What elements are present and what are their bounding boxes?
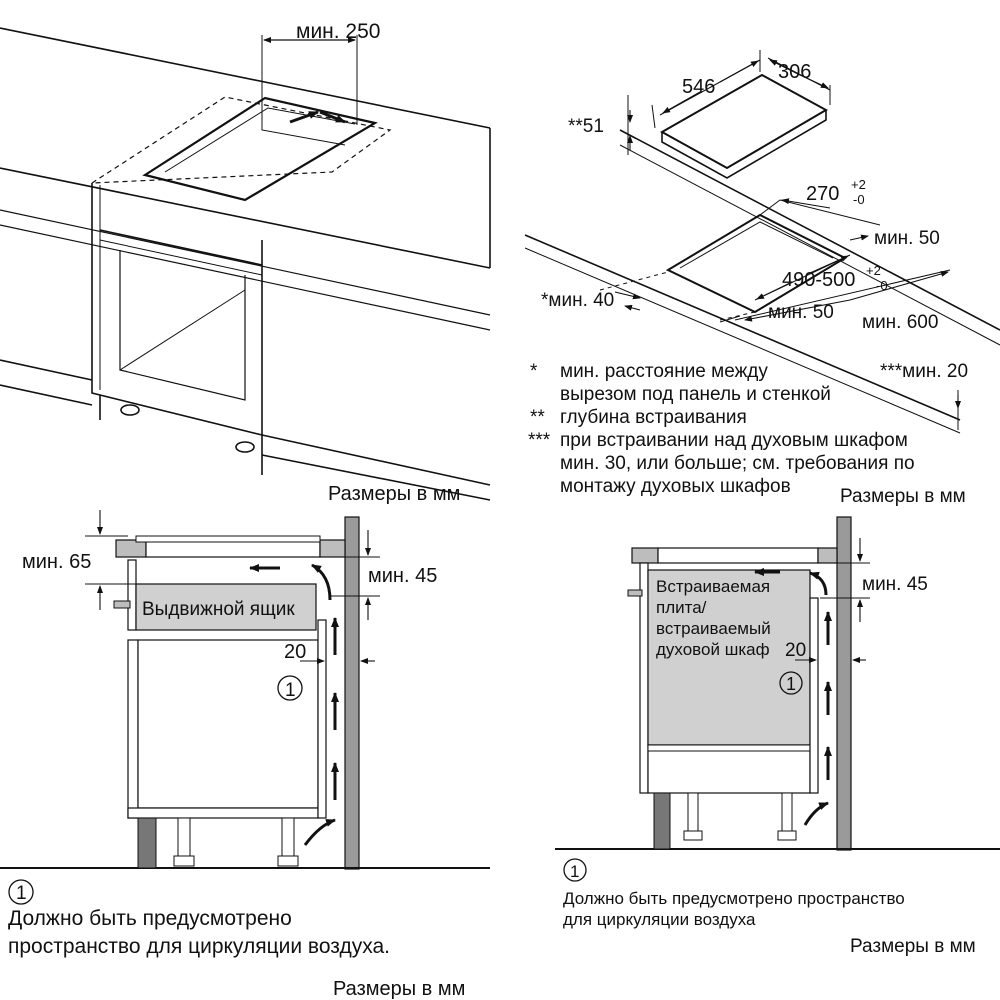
dim-490-tol-minus: -0 — [876, 278, 888, 293]
hob-dim-arrows — [614, 59, 961, 409]
dim-min65-label: мин. 65 — [22, 551, 91, 573]
units-label-bottom-right: Размеры в мм — [850, 936, 976, 957]
note-3-mark: *** — [528, 430, 551, 451]
note-right-line-2: для циркуляции воздуха — [563, 910, 756, 929]
dim-306-label: 306 — [778, 61, 811, 83]
drawer-airflow-arrows — [249, 563, 339, 846]
note-right-line-1: Должно быть предусмотрено пространство — [563, 889, 905, 908]
oven-airflow-arrows — [754, 568, 832, 826]
units-label-bottom-left: Размеры в мм — [333, 978, 465, 1000]
units-label-top-left: Размеры в мм — [328, 483, 460, 505]
drawer-box — [135, 583, 317, 631]
drawer-label: Выдвижной ящик — [142, 599, 295, 620]
dim-min20-label: ***мин. 20 — [880, 361, 968, 382]
callout-number-right: 1 — [786, 674, 796, 694]
dim-270-tol-plus: +2 — [851, 177, 866, 192]
note-3-line-1: при встраивании над духовым шкафом — [560, 430, 908, 451]
note-3-line-2: мин. 30, или больше; см. требования по — [560, 453, 915, 474]
note-3-line-3: монтажу духовых шкафов — [560, 476, 791, 497]
note-left-line-2: пространство для циркуляции воздуха. — [8, 935, 390, 958]
note-callout-circle-right — [563, 858, 587, 882]
oven-install-view — [555, 516, 1000, 851]
note-1-line-2: вырезом под панель и стенкой — [560, 384, 831, 405]
dim-min50-top-label: мин. 50 — [874, 228, 940, 249]
oven-label-line-3: встраиваемый — [656, 619, 771, 638]
callout-circle-right — [779, 671, 803, 695]
drawer-dim-lines — [85, 510, 380, 664]
dim-546-label: 546 — [682, 76, 715, 98]
units-label-top-right: Размеры в мм — [840, 486, 966, 507]
countertop-view — [0, 27, 491, 501]
dim-490-label: 490-500 — [782, 269, 855, 291]
oven-label-line-2: плита/ — [656, 598, 707, 617]
wall-right — [836, 516, 852, 851]
dim-min45-left-label: мин. 45 — [368, 565, 437, 587]
hob-plan-view — [524, 50, 1000, 434]
oven-label-line-1: Встраиваемая — [656, 577, 770, 596]
wall — [344, 516, 360, 870]
note-1-line-1: мин. расстояние между — [560, 361, 768, 382]
note-callout-number-right: 1 — [570, 862, 579, 881]
note-left-line-1: Должно быть предусмотрено — [8, 907, 292, 930]
dim-min50-bottom-label: мин. 50 — [768, 302, 834, 323]
dim-20-right-label: 20 — [785, 640, 806, 661]
note-callout-number-left: 1 — [16, 883, 27, 904]
dim-51-label: **51 — [568, 116, 604, 137]
dim-min40-label: *мин. 40 — [541, 290, 614, 311]
callout-number-left: 1 — [285, 680, 296, 701]
drawer-install-view — [0, 516, 490, 870]
dim-min45-right-label: мин. 45 — [862, 574, 928, 595]
note-1-mark: * — [530, 361, 538, 382]
dim-270-value: 270 — [806, 183, 839, 205]
dim-490-value: 490-500 — [782, 269, 855, 291]
callout-circle-left — [277, 675, 303, 701]
dim-270-tol-minus: -0 — [853, 192, 865, 207]
note-2-line-1: глубина встраивания — [560, 407, 747, 428]
dim-490-tol-plus: +2 — [866, 263, 881, 278]
dim-min250-arrows — [263, 37, 356, 124]
note-callout-circle-left — [8, 879, 34, 905]
dim-min250-label: мин. 250 — [296, 20, 380, 43]
oven-dim-lines — [795, 538, 870, 663]
dim-270-label: 270 — [806, 183, 839, 205]
dim-min600-label: мин. 600 — [862, 312, 938, 333]
dim-20-left-label: 20 — [284, 641, 306, 663]
note-2-mark: ** — [530, 407, 545, 428]
oven-label-line-4: духовой шкаф — [656, 640, 770, 659]
oven-box — [647, 569, 811, 746]
